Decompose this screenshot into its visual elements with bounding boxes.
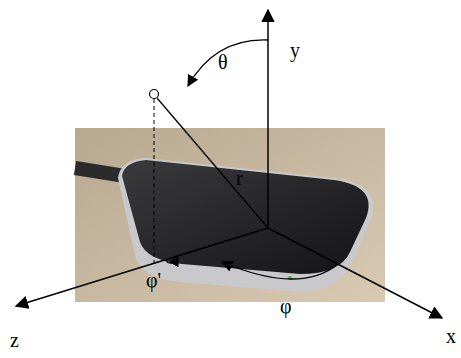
angle-label: φ xyxy=(280,296,292,316)
phi-prime-arc xyxy=(165,256,178,263)
projection-line xyxy=(154,99,155,263)
phi-arc xyxy=(222,262,338,279)
angle-label: φ' xyxy=(146,270,161,290)
point xyxy=(150,90,159,99)
radius-line xyxy=(157,98,268,228)
axis-label: x xyxy=(446,326,456,346)
projection-line xyxy=(154,228,268,263)
radius-label: r xyxy=(236,168,243,188)
z-axis xyxy=(16,228,268,306)
device-top xyxy=(122,160,369,274)
angle-label: θ xyxy=(218,52,228,72)
theta-arc xyxy=(188,40,268,86)
axis-label: y xyxy=(290,40,300,60)
x-axis xyxy=(268,228,442,318)
photo-background xyxy=(75,128,385,302)
y-axis xyxy=(267,10,269,228)
axis-label: z xyxy=(10,330,19,350)
usb-cable xyxy=(75,168,125,176)
device-body xyxy=(118,158,373,292)
